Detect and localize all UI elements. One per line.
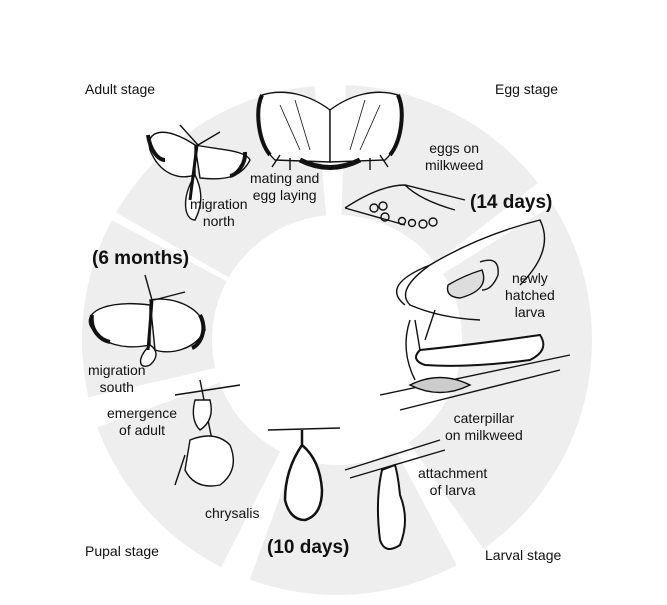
- larval-stage-label: Larval stage: [485, 547, 562, 563]
- line: larva: [514, 304, 546, 320]
- eggs-on-leaf-icon: [344, 184, 466, 229]
- hatched-larva-icon: [395, 219, 546, 321]
- egg-stage-label: Egg stage: [495, 81, 559, 97]
- line: of adult: [119, 422, 165, 438]
- line: chrysalis: [205, 505, 260, 521]
- butterfly-north-icon: [146, 124, 251, 221]
- line: egg laying: [252, 187, 317, 203]
- line: migration: [88, 362, 146, 378]
- line: milkweed: [425, 157, 484, 173]
- line: hatched: [505, 287, 555, 303]
- egg-duration: (14 days): [470, 192, 553, 213]
- line: eggs on: [429, 140, 480, 156]
- chrysalis-label: chrysalis: [205, 505, 259, 522]
- pupal-duration: (10 days): [267, 537, 350, 558]
- line: south: [99, 379, 134, 395]
- line: caterpillar: [453, 410, 515, 426]
- adult-duration: (6 months): [92, 248, 190, 269]
- line: mating and: [250, 170, 320, 186]
- caterpillar-icon: [379, 309, 571, 411]
- line: attachment: [418, 465, 488, 481]
- attachment-larva-icon: [344, 439, 446, 550]
- emergence-icon: [174, 379, 241, 487]
- illustrations: [88, 91, 571, 550]
- line: migration: [190, 196, 248, 212]
- pupal-stage-label: Pupal stage: [85, 543, 159, 559]
- butterfly-south-icon: [88, 274, 206, 367]
- line: north: [202, 213, 235, 229]
- chrysalis-icon: [267, 427, 341, 522]
- line: emergence: [107, 405, 178, 421]
- line: newly: [512, 270, 548, 286]
- adult-stage-label: Adult stage: [85, 81, 156, 97]
- mating-butterflies-icon: [256, 91, 404, 170]
- line: of larva: [429, 482, 476, 498]
- line: on milkweed: [445, 427, 523, 443]
